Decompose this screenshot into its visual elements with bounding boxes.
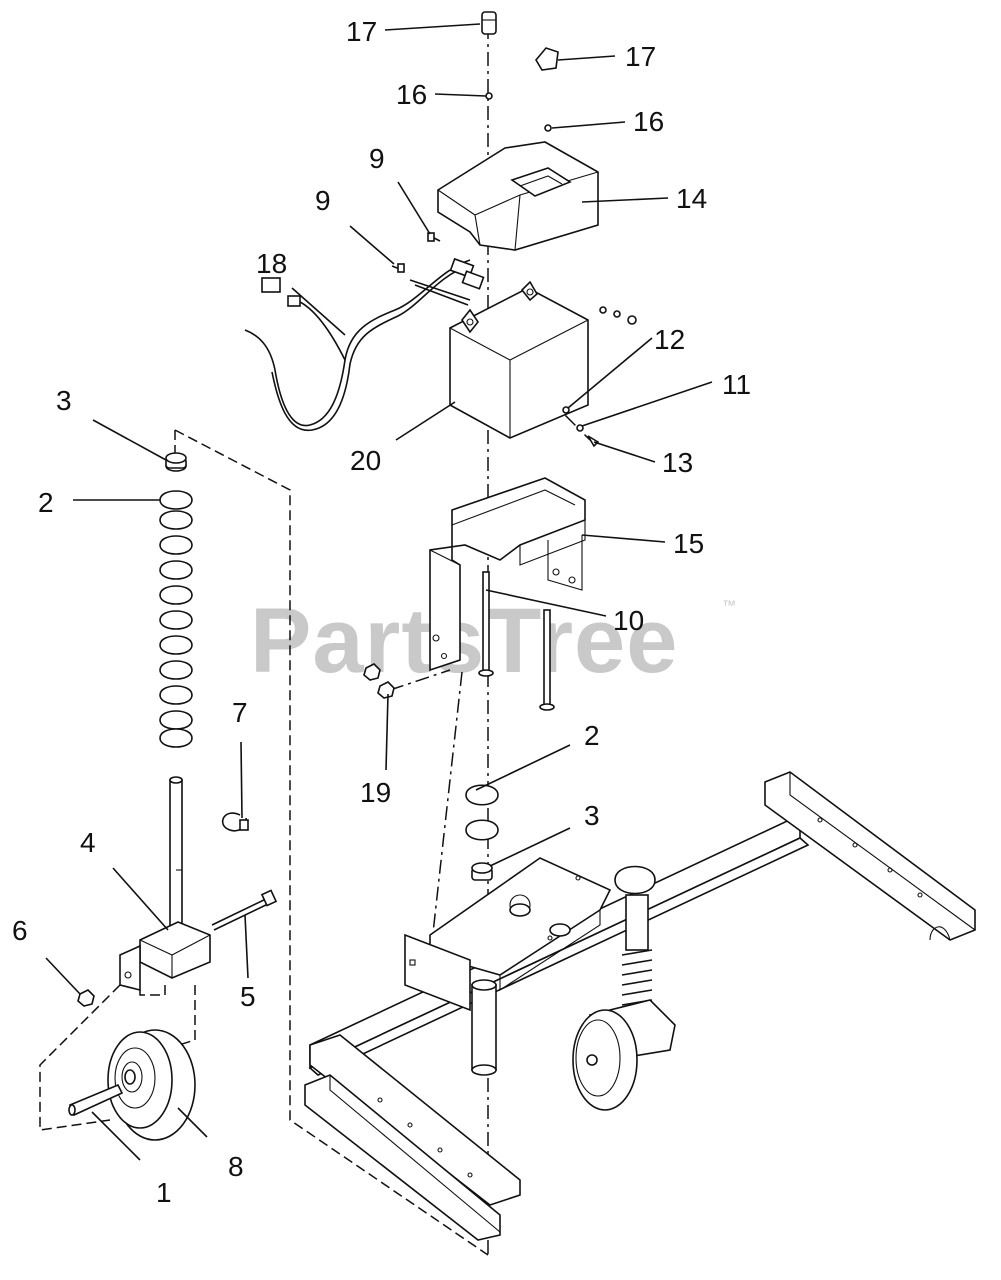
- callout-6: 6: [12, 915, 28, 946]
- part-14-battery-cover: [437, 141, 599, 251]
- callout-17: 17: [346, 16, 377, 47]
- part-2-spring-right: [465, 784, 499, 841]
- hardware-dot: [613, 310, 621, 318]
- part-4-caster-bracket: [119, 921, 211, 992]
- part-8-wheel: [107, 1029, 196, 1141]
- part-17-cap-left: [481, 11, 497, 35]
- leader-lines: [45, 23, 713, 1161]
- part-12-washer: [562, 406, 570, 414]
- callout-16: 16: [396, 79, 427, 110]
- part-18-wire-harness: [244, 257, 485, 431]
- callout-12: 12: [654, 324, 685, 355]
- callout-9: 9: [369, 143, 385, 174]
- hardware-dot: [627, 315, 637, 325]
- callout-2: 2: [38, 487, 54, 518]
- callout-8: 8: [228, 1151, 244, 1182]
- part-11-nut: [576, 424, 584, 432]
- part-9-bolt-upper: [427, 232, 441, 242]
- callout-7: 7: [232, 697, 248, 728]
- part-3-bushing-left: [165, 452, 187, 472]
- part-16-nut-right: [544, 124, 552, 132]
- callout-13: 13: [662, 447, 693, 478]
- part-20-battery: [449, 280, 589, 439]
- part-5-axle-bolt: [211, 889, 278, 931]
- part-2-spring-stack: [159, 490, 193, 748]
- callout-labels: 17 17 16 16 9 9 14 18 12 11 13 20 3 2 15…: [12, 16, 751, 1208]
- callout-16: 16: [633, 106, 664, 137]
- part-10-bolt: [539, 609, 555, 711]
- part-15-battery-tray: [429, 477, 586, 672]
- callout-14: 14: [676, 183, 707, 214]
- part-4-caster-shaft: [169, 776, 183, 931]
- callout-20: 20: [350, 445, 381, 476]
- callout-18: 18: [256, 248, 287, 279]
- callout-1: 1: [156, 1177, 172, 1208]
- part-16-nut-left: [485, 92, 493, 100]
- callout-19: 19: [360, 777, 391, 808]
- watermark-trademark: ™: [722, 597, 736, 613]
- callout-2: 2: [584, 720, 600, 751]
- part-9-bolt-lower: [391, 263, 405, 273]
- part-19-nut: [377, 681, 395, 699]
- callout-15: 15: [673, 528, 704, 559]
- callout-5: 5: [240, 981, 256, 1012]
- part-6-nut: [77, 989, 95, 1007]
- part-19-nut: [363, 663, 381, 681]
- watermark-text: PartsTree: [250, 590, 678, 692]
- callout-3: 3: [56, 385, 72, 416]
- callout-9: 9: [315, 185, 331, 216]
- callout-11: 11: [722, 369, 751, 400]
- callout-17: 17: [625, 41, 656, 72]
- callout-10: 10: [613, 605, 644, 636]
- part-13-bolt: [587, 435, 600, 448]
- part-10-bolt: [478, 571, 494, 677]
- hardware-dot: [599, 306, 607, 314]
- part-17-cap-right: [535, 47, 559, 71]
- frame-assembly: [304, 771, 976, 1241]
- part-1-spacer: [68, 1083, 124, 1117]
- part-3-bushing-right: [471, 862, 493, 881]
- part-7-clip: [221, 812, 249, 832]
- callout-3: 3: [584, 800, 600, 831]
- callout-4: 4: [80, 827, 96, 858]
